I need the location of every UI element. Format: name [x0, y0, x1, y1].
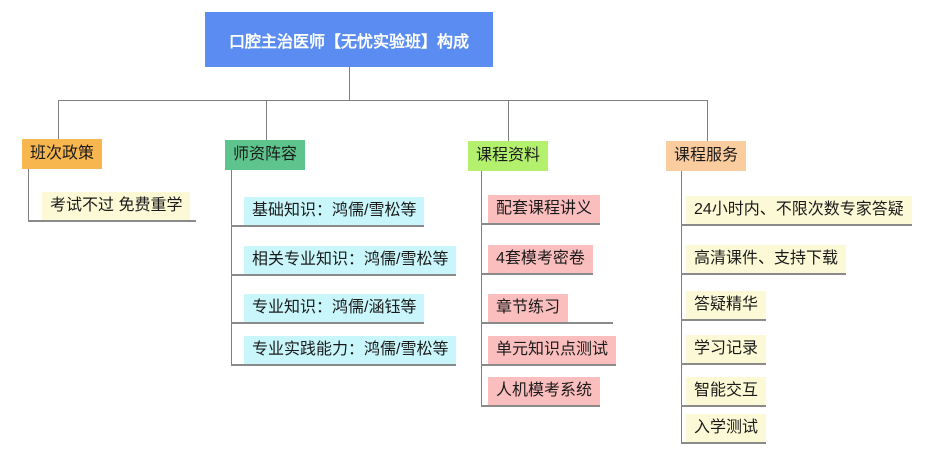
- topic-node-label: 人机模考系统: [488, 377, 601, 405]
- topic-node: 章节练习: [481, 294, 614, 324]
- topic-node-label: 基础知识：鸿儒/雪松等: [244, 197, 425, 225]
- topic-node: 入学测试: [681, 414, 767, 444]
- topic-node-label: 章节练习: [488, 294, 569, 322]
- branch-node-materials-label: 课程资料: [476, 147, 541, 164]
- topic-node: 单元知识点测试: [481, 336, 617, 366]
- connector-drop-materials: [508, 100, 509, 141]
- topic-node-label: 入学测试: [686, 414, 767, 442]
- topic-node: 相关专业知识：鸿儒/雪松等: [231, 246, 457, 276]
- topic-node-label: 配套课程讲义: [488, 195, 601, 223]
- topic-node: 基础知识：鸿儒/雪松等: [231, 197, 425, 227]
- branch-node-materials: 课程资料: [468, 141, 549, 171]
- root-node: 口腔主治医师【无忧实验班】构成: [205, 12, 493, 67]
- branch-node-faculty: 师资阵容: [225, 140, 306, 170]
- connector-branch-materials-vertical: [481, 171, 482, 407]
- topic-node: 考试不过 免费重学: [28, 192, 197, 222]
- branch-node-faculty-label: 师资阵容: [233, 146, 298, 163]
- connector-drop-policy: [58, 100, 59, 139]
- topic-node: 答疑精华: [681, 291, 767, 321]
- topic-node-label: 答疑精华: [686, 291, 767, 319]
- topic-node-label: 考试不过 免费重学: [42, 192, 191, 220]
- topic-node: 专业知识：鸿儒/涵钰等: [231, 294, 425, 324]
- branch-node-policy: 班次政策: [22, 139, 103, 169]
- connector-branch-faculty-vertical: [231, 170, 232, 366]
- topic-node-label: 专业知识：鸿儒/涵钰等: [244, 294, 425, 322]
- branch-node-policy-label: 班次政策: [30, 145, 95, 162]
- topic-node: 智能交互: [681, 377, 767, 407]
- topic-node-label: 24小时内、不限次数专家答疑: [686, 196, 912, 224]
- topic-node-label: 高清课件、支持下载: [686, 245, 847, 273]
- branch-node-services-label: 课程服务: [674, 147, 739, 164]
- connector-branch-policy-vertical: [28, 169, 29, 222]
- topic-node-label: 专业实践能力：鸿儒/雪松等: [244, 336, 457, 364]
- connector-branch-services-vertical: [681, 171, 682, 444]
- topic-node-label: 4套模考密卷: [488, 245, 593, 273]
- topic-node: 人机模考系统: [481, 377, 601, 407]
- topic-node-label: 智能交互: [686, 377, 767, 405]
- topic-node: 4套模考密卷: [481, 245, 593, 275]
- connector-main-horizontal: [58, 100, 708, 101]
- topic-node-label: 单元知识点测试: [488, 336, 617, 364]
- connector-drop-services: [707, 100, 708, 141]
- topic-node: 高清课件、支持下载: [681, 245, 847, 275]
- topic-node: 配套课程讲义: [481, 195, 601, 225]
- topic-node-label: 相关专业知识：鸿儒/雪松等: [244, 246, 457, 274]
- topic-node: 学习记录: [681, 335, 767, 365]
- topic-node-label: 学习记录: [686, 335, 767, 363]
- branch-node-services: 课程服务: [666, 141, 747, 171]
- connector-drop-faculty: [266, 100, 267, 140]
- topic-node: 专业实践能力：鸿儒/雪松等: [231, 336, 457, 366]
- connector-root-vertical: [349, 67, 350, 100]
- root-node-label: 口腔主治医师【无忧实验班】构成: [228, 33, 469, 51]
- topic-node: 24小时内、不限次数专家答疑: [681, 196, 912, 226]
